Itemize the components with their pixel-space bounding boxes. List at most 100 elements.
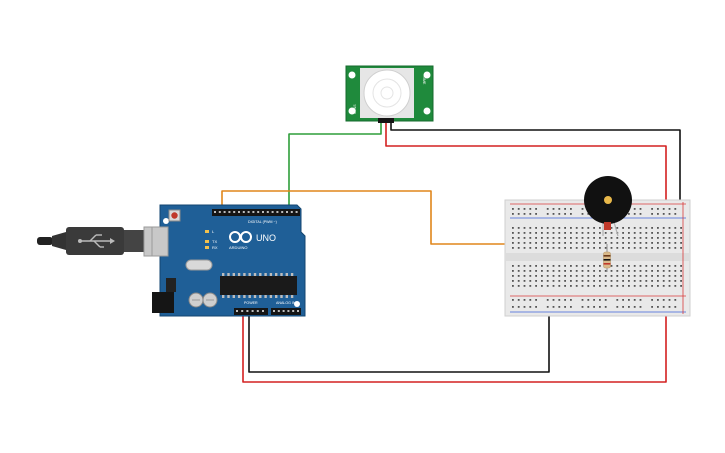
breadboard-hole	[610, 270, 613, 272]
breadboard-hole	[599, 285, 601, 287]
breadboard-hole	[512, 270, 514, 272]
analog-header-label: ANALOG IN	[276, 301, 296, 305]
breadboard-hole	[599, 299, 601, 301]
breadboard-hole	[674, 242, 677, 244]
breadboard-hole	[587, 232, 590, 234]
breadboard-hole	[610, 247, 613, 249]
breadboard-hole	[546, 242, 549, 244]
breadboard-hole	[517, 299, 520, 301]
breadboard-hole	[651, 232, 653, 234]
breadboard-hole	[517, 237, 520, 239]
breadboard-hole	[564, 208, 566, 210]
breadboard-hole	[529, 247, 532, 249]
chip-pin	[248, 273, 251, 276]
breadboard-hole	[529, 306, 532, 308]
breadboard-hole	[657, 237, 659, 239]
breadboard-hole	[523, 247, 526, 249]
breadboard-hole	[523, 237, 526, 239]
usb-cable-tail	[37, 237, 53, 245]
chip-pin	[264, 295, 267, 298]
buzzer-pin	[604, 222, 611, 230]
breadboard-hole	[564, 227, 566, 229]
power-jack	[152, 292, 174, 313]
breadboard-hole	[657, 280, 659, 282]
breadboard-hole	[628, 237, 630, 239]
usb-cable	[37, 226, 169, 257]
breadboard-hole	[570, 280, 572, 282]
breadboard-hole	[587, 213, 590, 215]
breadboard-hole	[628, 213, 630, 215]
reset-button-cap[interactable]	[171, 212, 178, 219]
breadboard-hole	[575, 270, 578, 272]
header-pin	[281, 211, 284, 213]
breadboard-hole	[628, 227, 630, 229]
pir-motion-sensor[interactable]: SENS TIME	[345, 65, 434, 123]
breadboard-hole	[517, 280, 520, 282]
wire-black-gnd-sensor[interactable]	[390, 120, 681, 212]
chip-pin	[280, 295, 283, 298]
arduino-uno-board[interactable]: L TX RX UNO ARDUINO DIGITAL (PWM ~) POWE…	[151, 204, 306, 317]
breadboard-hole	[512, 265, 514, 267]
breadboard-hole	[564, 213, 566, 215]
breadboard-hole	[633, 242, 636, 244]
header-pin	[276, 211, 279, 213]
breadboard-hole	[546, 227, 549, 229]
arduino-model-label: UNO	[256, 233, 276, 243]
breadboard-hole	[645, 232, 648, 234]
breadboard-hole	[587, 247, 590, 249]
status-led	[205, 230, 209, 233]
breadboard-hole	[593, 237, 595, 239]
breadboard-hole	[523, 280, 526, 282]
chip-pin	[275, 273, 278, 276]
breadboard-hole	[662, 280, 665, 282]
chip-pin	[222, 273, 225, 276]
breadboard-hole	[633, 275, 636, 277]
breadboard-hole	[523, 227, 526, 229]
breadboard-hole	[541, 280, 543, 282]
breadboard-hole	[558, 280, 561, 282]
pir-fresnel-dome	[363, 69, 411, 117]
breadboard-hole	[523, 275, 526, 277]
breadboard-hole	[529, 213, 532, 215]
chip-pin	[259, 273, 262, 276]
breadboard-hole	[599, 242, 601, 244]
breadboard-hole	[657, 265, 659, 267]
chip-pin	[290, 273, 294, 276]
header-pin	[256, 310, 259, 312]
piezo-buzzer[interactable]	[584, 176, 632, 237]
breadboard-hole	[587, 237, 590, 239]
breadboard-hole	[651, 208, 653, 210]
header-pin	[223, 211, 226, 213]
bottom-pins	[236, 310, 299, 312]
breadboard-holes	[512, 208, 682, 308]
breadboard-hole	[564, 232, 566, 234]
breadboard-hole	[593, 242, 595, 244]
breadboard-hole	[535, 285, 537, 287]
breadboard-hole	[552, 247, 555, 249]
wire-black-gnd-arduino[interactable]	[248, 307, 550, 373]
breadboard-hole	[604, 270, 607, 272]
breadboard-hole	[616, 285, 619, 287]
resistor[interactable]	[603, 244, 611, 272]
power-header-label: POWER	[244, 301, 258, 305]
buzzer-sound-hole	[604, 196, 612, 204]
breadboard-hole	[616, 275, 619, 277]
breadboard-hole	[541, 275, 543, 277]
breadboard-hole	[552, 270, 555, 272]
breadboard-hole	[680, 232, 682, 234]
breadboard-hole	[512, 227, 514, 229]
usb-socket	[151, 226, 169, 257]
breadboard-hole	[587, 306, 590, 308]
breadboard-hole	[517, 232, 520, 234]
breadboard-hole	[616, 237, 619, 239]
breadboard-hole	[570, 306, 572, 308]
breadboard-hole	[564, 237, 566, 239]
breadboard-hole	[541, 285, 543, 287]
chip-pin	[243, 273, 246, 276]
breadboard-hole	[633, 280, 636, 282]
breadboard-hole	[570, 227, 572, 229]
wire-green-signal[interactable]	[288, 120, 382, 213]
breadboard-hole	[570, 275, 572, 277]
chip-pins	[222, 273, 294, 298]
